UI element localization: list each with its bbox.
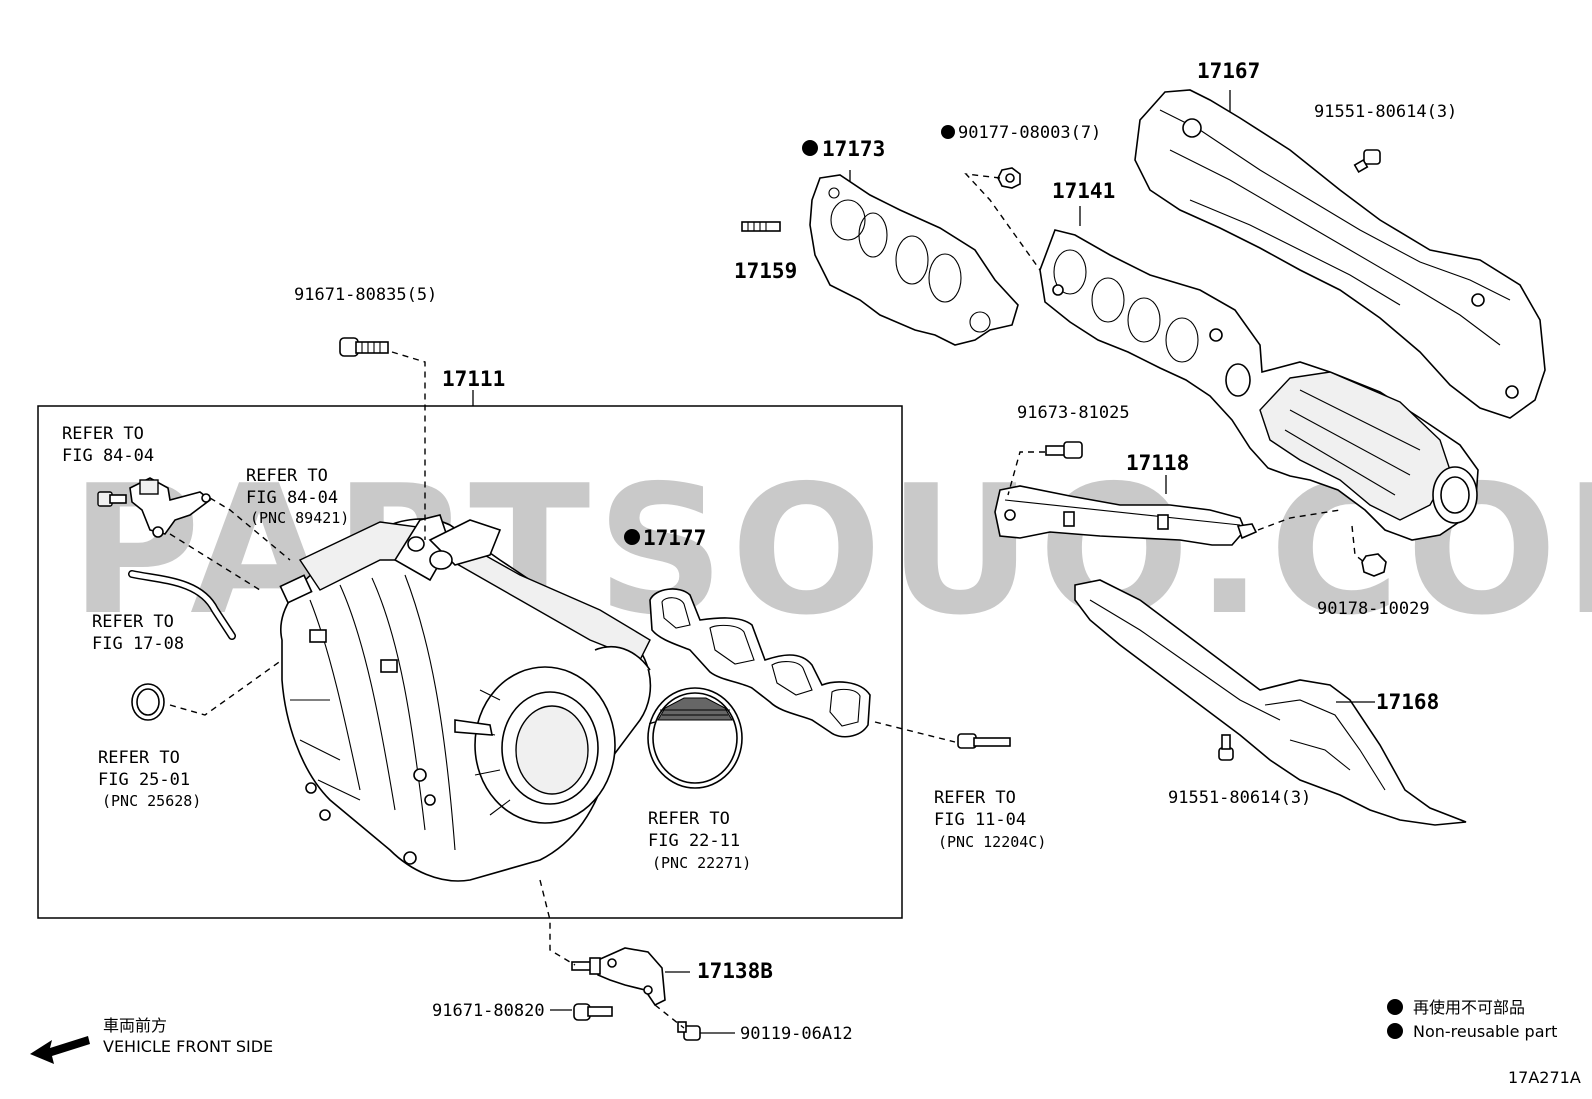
legend-en: Non-reusable part bbox=[1413, 1022, 1557, 1041]
label-17177: 17177 bbox=[643, 526, 706, 550]
bolt-91551-top-drawing bbox=[1353, 149, 1381, 174]
svg-text:REFER TO: REFER TO bbox=[934, 788, 1016, 808]
label-90177: 90177-08003(7) bbox=[958, 123, 1101, 143]
dash-17138b bbox=[539, 879, 576, 966]
svg-text:REFER TO: REFER TO bbox=[98, 748, 180, 768]
dash-throttle bbox=[644, 721, 656, 726]
label-17141: 17141 bbox=[1052, 179, 1115, 203]
refer-block-17-08: REFER TO FIG 17-08 bbox=[92, 612, 184, 654]
label-17173: 17173 bbox=[822, 137, 885, 161]
legend: 再使用不可部品 Non-reusable part bbox=[1387, 998, 1557, 1041]
refer-block-25-01: REFER TO FIG 25-01 (PNC 25628) bbox=[98, 748, 201, 810]
bracket-17118-drawing bbox=[994, 485, 1258, 546]
label-91671-80820: 91671-80820 bbox=[432, 1001, 545, 1021]
dash-sensor-2 bbox=[169, 533, 261, 591]
heat-insulator-17167-drawing bbox=[1134, 89, 1546, 419]
bracket-17138b-drawing bbox=[597, 947, 666, 1007]
dash-90177 bbox=[964, 173, 1041, 271]
label-91673: 91673-81025 bbox=[1017, 403, 1130, 423]
label-17111: 17111 bbox=[442, 367, 505, 391]
legend-dot-icon bbox=[1387, 999, 1403, 1015]
refer-block-22-11: REFER TO FIG 22-11 (PNC 22271) bbox=[648, 809, 751, 872]
svg-text:FIG 17-08: FIG 17-08 bbox=[92, 634, 184, 654]
sensor-drawing bbox=[129, 477, 212, 538]
svg-text:(PNC 89421): (PNC 89421) bbox=[250, 509, 349, 527]
heat-insulator-17168-drawing bbox=[1074, 579, 1467, 826]
bolt-91551-bot-drawing bbox=[1218, 734, 1234, 761]
svg-text:FIG 84-04: FIG 84-04 bbox=[246, 488, 338, 508]
dash-17118-right bbox=[1257, 509, 1341, 531]
label-91671-80835: 91671-80835(5) bbox=[294, 285, 437, 305]
gasket-17177-drawing bbox=[649, 588, 871, 738]
svg-text:REFER TO: REFER TO bbox=[62, 424, 144, 444]
bolt-90119-drawing bbox=[677, 1021, 701, 1041]
stud-17159-drawing bbox=[741, 221, 781, 232]
vehicle-front-indicator: 車両前方 VEHICLE FRONT SIDE bbox=[30, 1016, 273, 1064]
label-90178: 90178-10029 bbox=[1317, 599, 1430, 619]
svg-text:(PNC 25628): (PNC 25628) bbox=[102, 792, 201, 810]
refer-block-84-04-a: REFER TO FIG 84-04 bbox=[62, 424, 154, 466]
svg-text:REFER TO: REFER TO bbox=[92, 612, 174, 632]
nut-90177-drawing bbox=[997, 167, 1021, 189]
bolt-91671-80820-drawing bbox=[573, 1003, 613, 1021]
svg-text:REFER TO: REFER TO bbox=[246, 466, 328, 486]
label-17118: 17118 bbox=[1126, 451, 1189, 475]
dash-91673 bbox=[1007, 451, 1045, 496]
svg-text:FIG 22-11: FIG 22-11 bbox=[648, 831, 740, 851]
throttle-gasket-drawing bbox=[647, 687, 743, 789]
dash-90178 bbox=[1351, 525, 1365, 563]
exhaust-manifold-drawing bbox=[1039, 229, 1479, 541]
label-90119: 90119-06A12 bbox=[740, 1024, 853, 1044]
front-label-jp: 車両前方 bbox=[103, 1016, 167, 1035]
bolt-refer-84-04 bbox=[97, 491, 127, 507]
refer-block-11-04: REFER TO FIG 11-04 (PNC 12204C) bbox=[934, 788, 1046, 851]
label-17138b: 17138B bbox=[697, 959, 773, 983]
svg-text:REFER TO: REFER TO bbox=[648, 809, 730, 829]
label-91551-top: 91551-80614(3) bbox=[1314, 102, 1457, 122]
nut-90178-drawing bbox=[1361, 553, 1387, 577]
svg-text:(PNC 12204C): (PNC 12204C) bbox=[938, 833, 1046, 851]
svg-text:FIG 84-04: FIG 84-04 bbox=[62, 446, 154, 466]
dash-sensor bbox=[209, 497, 291, 561]
intake-manifold-drawing bbox=[279, 514, 652, 882]
refer-block-84-04-b: REFER TO FIG 84-04 (PNC 89421) bbox=[246, 466, 349, 527]
stud-12204c-drawing bbox=[957, 733, 1011, 749]
dash-clamp bbox=[169, 659, 283, 716]
svg-text:FIG 25-01: FIG 25-01 bbox=[98, 770, 190, 790]
non-reusable-dot-90177 bbox=[941, 125, 955, 139]
non-reusable-dot-17177 bbox=[624, 529, 640, 545]
hose-clamp-drawing bbox=[131, 683, 165, 721]
label-17159: 17159 bbox=[734, 259, 797, 283]
intake-group-frame bbox=[37, 405, 903, 919]
legend-dot-icon-2 bbox=[1387, 1023, 1403, 1039]
arrow-left-icon bbox=[30, 1036, 90, 1064]
front-label-en: VEHICLE FRONT SIDE bbox=[103, 1037, 273, 1056]
diagram-code: 17A271A bbox=[1508, 1068, 1581, 1087]
non-reusable-dot-17173 bbox=[802, 140, 818, 156]
label-17168: 17168 bbox=[1376, 690, 1439, 714]
dash-stud-12204 bbox=[874, 721, 956, 743]
svg-text:FIG 11-04: FIG 11-04 bbox=[934, 810, 1026, 830]
bolt-91673-drawing bbox=[1045, 441, 1083, 459]
bolt-91671-80835-drawing bbox=[339, 337, 389, 357]
label-91551-bot: 91551-80614(3) bbox=[1168, 788, 1311, 808]
label-17167: 17167 bbox=[1197, 59, 1260, 83]
dash-bolt-80835 bbox=[391, 351, 426, 540]
legend-jp: 再使用不可部品 bbox=[1413, 998, 1525, 1017]
svg-text:(PNC 22271): (PNC 22271) bbox=[652, 854, 751, 872]
bolt-17138b-stud bbox=[571, 957, 601, 975]
gasket-17173-drawing bbox=[809, 174, 1019, 346]
